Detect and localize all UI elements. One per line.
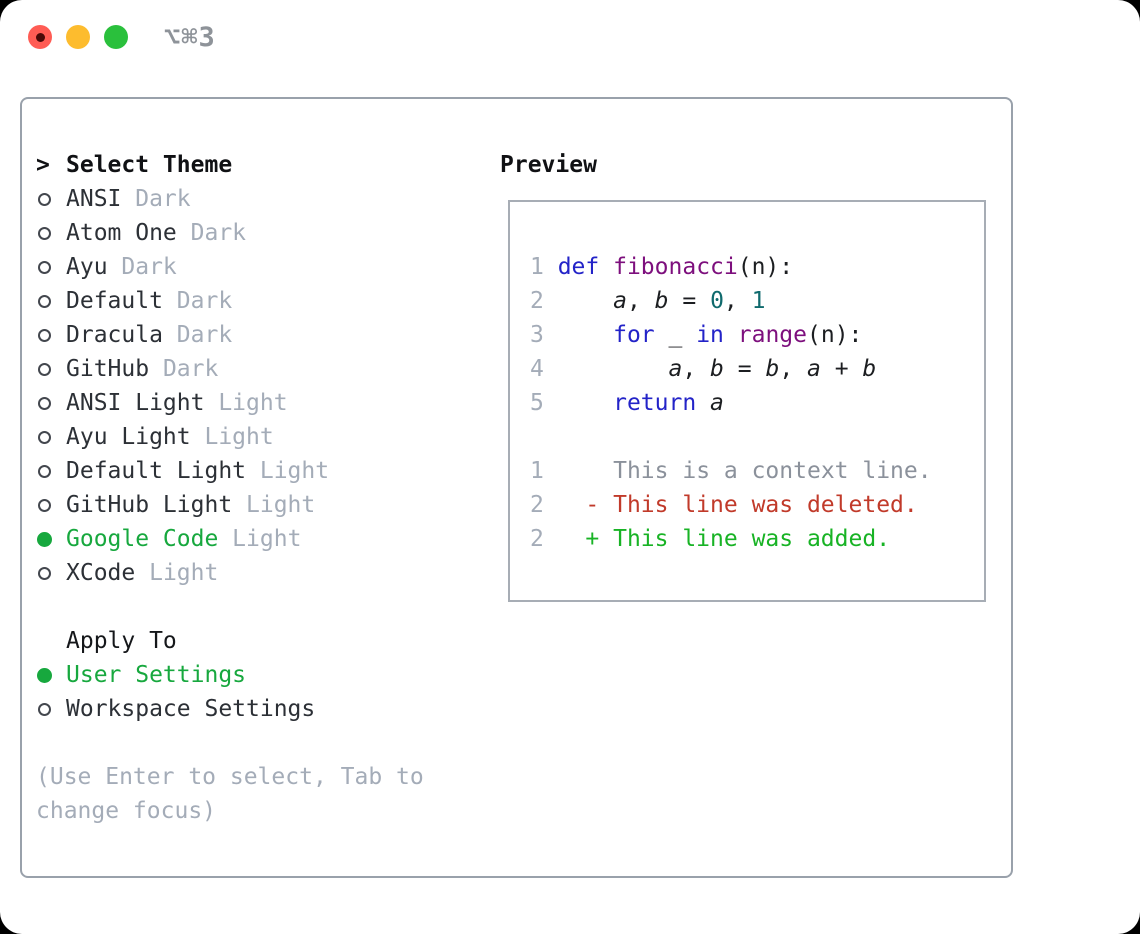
preview-title: Preview — [500, 152, 597, 178]
variant-label: Dark — [162, 288, 233, 314]
variant-label: Light — [218, 526, 302, 552]
theme-option-dracula[interactable]: Dracula Dark — [36, 318, 476, 352]
window-shortcut-label: ⌥⌘3 — [164, 21, 216, 53]
close-button[interactable] — [28, 25, 52, 49]
code-line: 2 a, b = 0, 1 — [530, 288, 766, 314]
theme-option-ansi-light[interactable]: ANSI Light Light — [36, 386, 476, 420]
radio-icon — [36, 464, 66, 478]
apply-option-user-settings[interactable]: User Settings — [36, 658, 476, 692]
radio-selected-icon — [36, 667, 66, 683]
option-label: Ayu Light — [66, 424, 191, 450]
apply-option-workspace-settings[interactable]: Workspace Settings — [36, 692, 476, 726]
variant-label: Light — [204, 390, 288, 416]
main-panel — [20, 97, 1013, 878]
variant-label: Dark — [162, 322, 233, 348]
radio-icon — [36, 396, 66, 410]
apply-to-label: Apply To — [66, 628, 177, 654]
option-label: Default — [66, 288, 163, 314]
option-label: Atom One — [66, 220, 177, 246]
code-line: 1 def fibonacci(n): — [530, 254, 794, 280]
title-bar: ⌥⌘3 — [0, 0, 1140, 74]
option-label: ANSI Light — [66, 390, 205, 416]
theme-option-default-light[interactable]: Default Light Light — [36, 454, 476, 488]
variant-label: Light — [135, 560, 219, 586]
option-label: Default Light — [66, 458, 247, 484]
code-line: 4 a, b = b, a + b — [530, 356, 877, 382]
code-blank-line — [530, 420, 984, 454]
code-line: 1 This is a context line. — [530, 458, 932, 484]
traffic-lights — [28, 25, 128, 49]
radio-icon — [36, 498, 66, 512]
option-label: User Settings — [66, 662, 247, 688]
variant-label: Light — [246, 458, 330, 484]
theme-option-ayu[interactable]: Ayu Dark — [36, 250, 476, 284]
close-dot-icon — [35, 32, 45, 42]
selection-cursor: > — [36, 152, 50, 178]
code-line: 2 + This line was added. — [530, 526, 891, 552]
radio-icon — [36, 192, 66, 206]
option-label: GitHub Light — [66, 492, 233, 518]
theme-option-atom-one[interactable]: Atom One Dark — [36, 216, 476, 250]
minimize-button[interactable] — [66, 25, 90, 49]
option-label: Workspace Settings — [66, 696, 316, 722]
code-line: 2 - This line was deleted. — [530, 492, 918, 518]
variant-label: Dark — [107, 254, 177, 280]
code-line: 3 for _ in range(n): — [530, 322, 863, 348]
radio-icon — [36, 260, 66, 274]
theme-option-xcode[interactable]: XCode Light — [36, 556, 476, 590]
theme-option-github-light[interactable]: GitHub Light Light — [36, 488, 476, 522]
spacer — [36, 726, 476, 760]
option-label: XCode — [66, 560, 136, 586]
radio-icon — [36, 702, 66, 716]
keyboard-hint: (Use Enter to select, Tab to change focu… — [36, 764, 424, 824]
variant-label: Light — [232, 492, 316, 518]
zoom-button[interactable] — [104, 25, 128, 49]
theme-list-title: Select Theme — [66, 152, 233, 178]
radio-icon — [36, 294, 66, 308]
theme-list-header: > Select Theme — [36, 148, 476, 182]
spacer — [36, 590, 476, 624]
variant-label: Dark — [149, 356, 219, 382]
option-label: Google Code — [66, 526, 219, 552]
radio-icon — [36, 226, 66, 240]
radio-selected-icon — [36, 531, 66, 547]
radio-icon — [36, 362, 66, 376]
variant-label: Light — [190, 424, 274, 450]
preview-pane: 1 def fibonacci(n): 2 a, b = 0, 1 3 for _ … — [508, 200, 986, 602]
option-label: Ayu — [66, 254, 108, 280]
variant-label: Dark — [121, 186, 191, 212]
theme-option-ansi[interactable]: ANSI Dark — [36, 182, 476, 216]
option-label: Dracula — [66, 322, 163, 348]
theme-option-github[interactable]: GitHub Dark — [36, 352, 476, 386]
code-line: 5 return a — [530, 390, 724, 416]
theme-option-ayu-light[interactable]: Ayu Light Light — [36, 420, 476, 454]
code-preview: 1 def fibonacci(n): 2 a, b = 0, 1 3 for _ … — [530, 250, 984, 556]
radio-icon — [36, 566, 66, 580]
option-label: ANSI — [66, 186, 122, 212]
radio-icon — [36, 430, 66, 444]
variant-label: Dark — [176, 220, 247, 246]
theme-option-default[interactable]: Default Dark — [36, 284, 476, 318]
theme-option-google-code[interactable]: Google Code Light — [36, 522, 476, 556]
radio-icon — [36, 328, 66, 342]
option-label: GitHub — [66, 356, 150, 382]
